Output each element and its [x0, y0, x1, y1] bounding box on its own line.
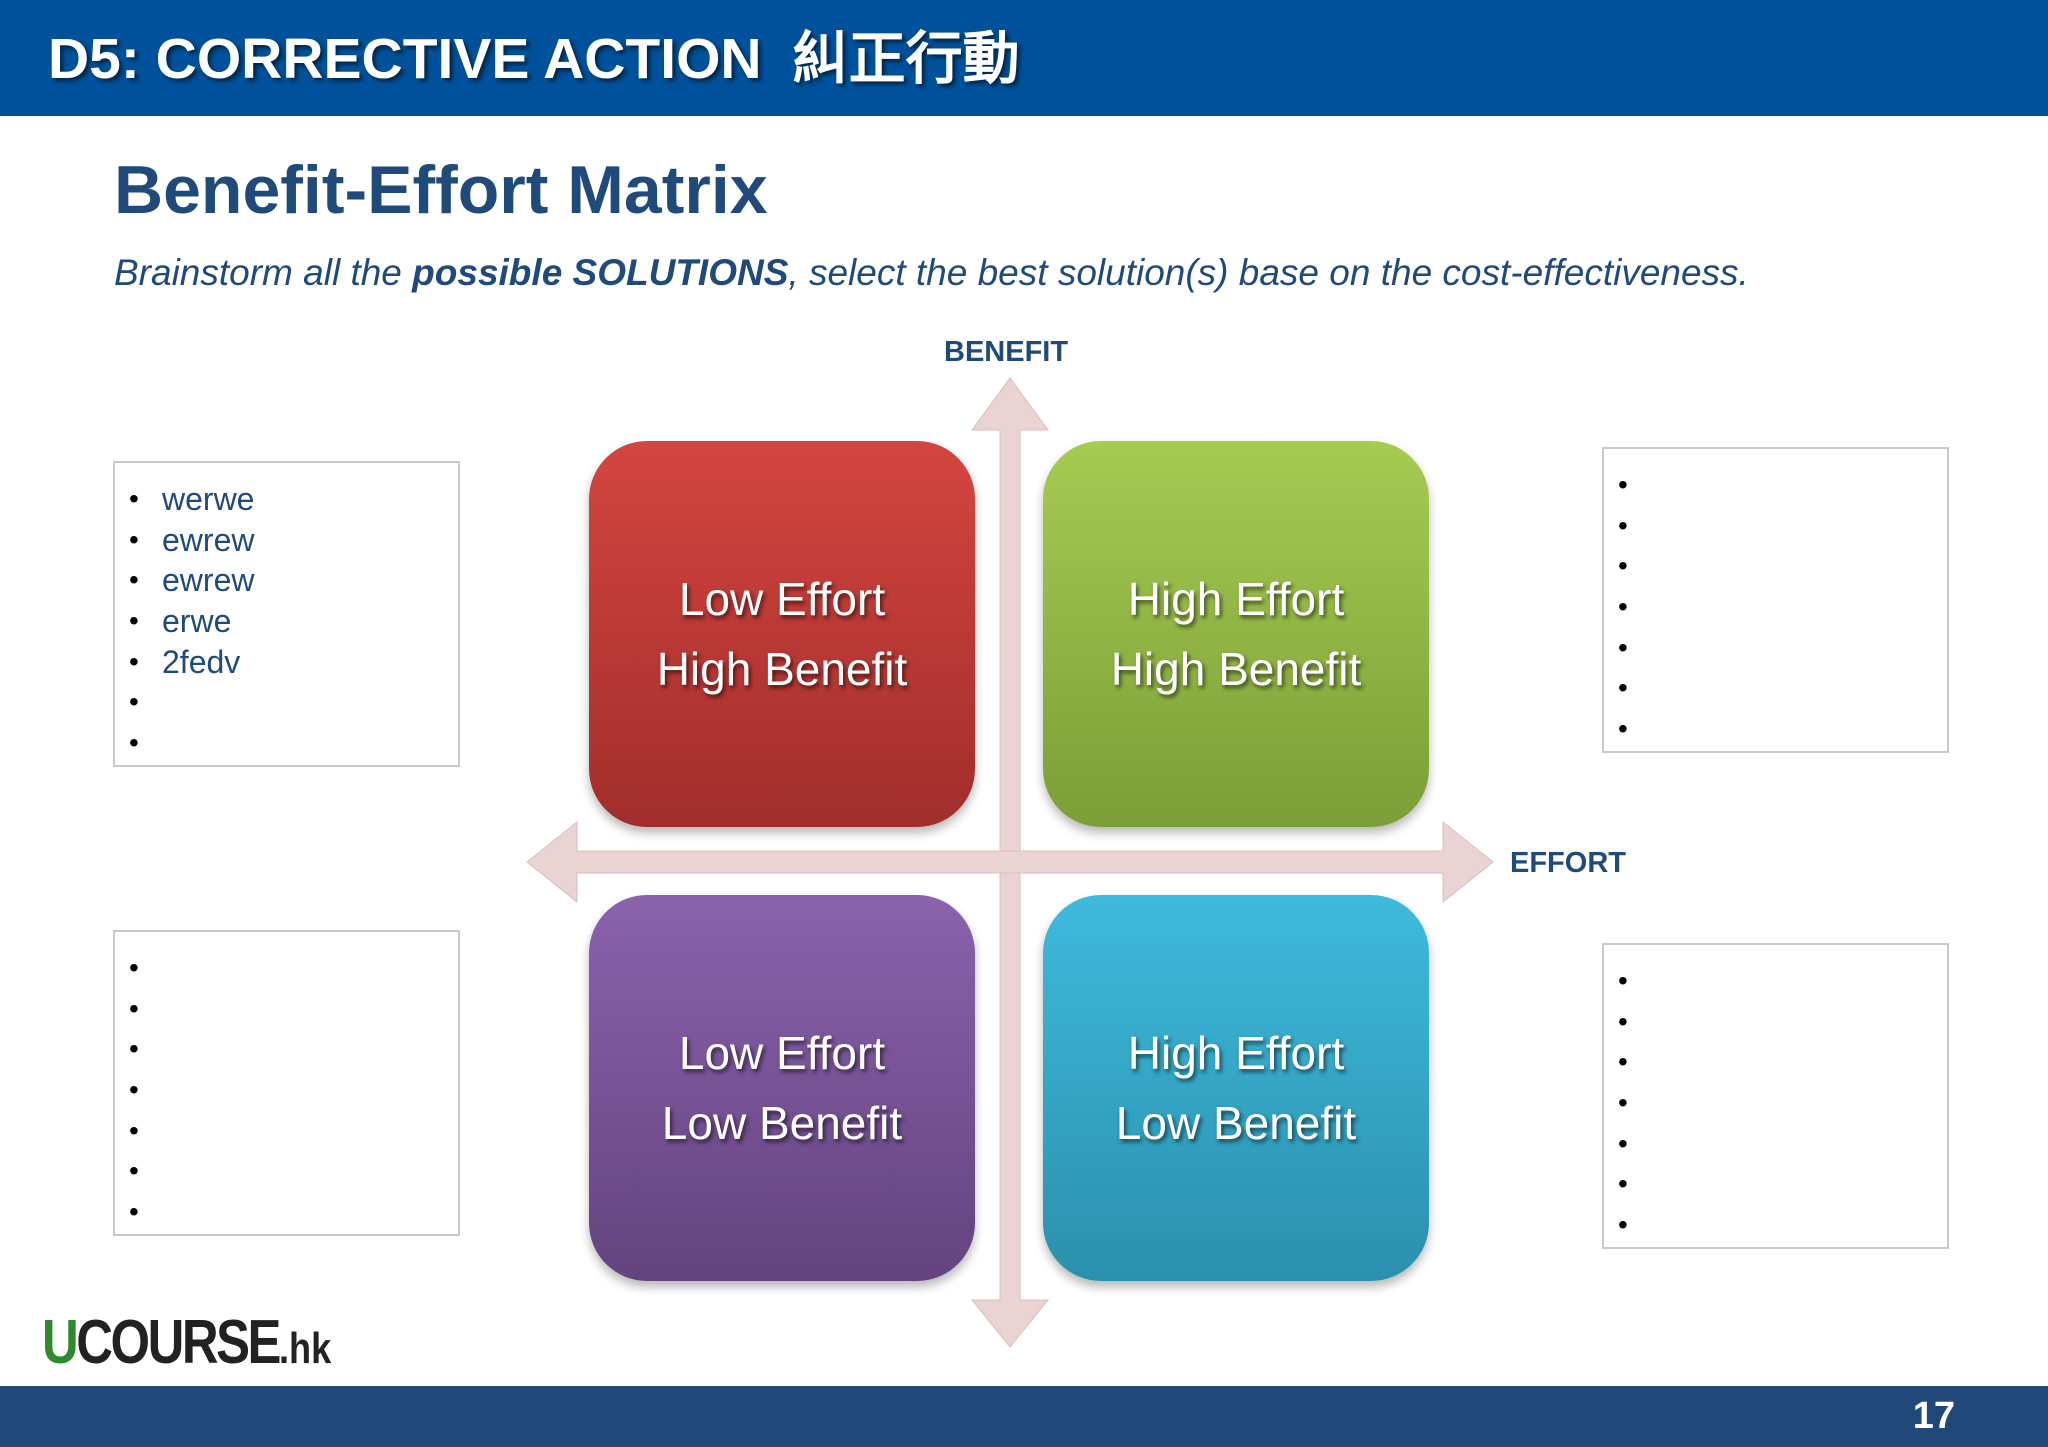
- list-item[interactable]: •: [129, 1111, 162, 1152]
- page-number: 17: [1912, 1395, 1955, 1437]
- quadrant-line2: Low Benefit: [1115, 1097, 1357, 1149]
- bullet-icon: •: [1618, 965, 1628, 996]
- list-item[interactable]: •: [1618, 506, 1651, 547]
- solution-list-bottom-left[interactable]: • • • • • • •: [113, 930, 460, 1236]
- quadrant-line2: Low Benefit: [661, 1097, 903, 1149]
- bullet-icon: •: [1618, 713, 1628, 745]
- instruction-text: Brainstorm all the possible SOLUTIONS, s…: [114, 250, 1749, 296]
- list-item[interactable]: •: [1618, 709, 1651, 750]
- list-item[interactable]: • ewrew: [129, 560, 254, 601]
- list-item[interactable]: •: [129, 1192, 162, 1233]
- effort-axis-label: EFFORT: [1510, 847, 1626, 879]
- bullet-icon: •: [129, 952, 139, 983]
- bullet-icon: •: [129, 483, 139, 514]
- bullet-icon: •: [1618, 1127, 1628, 1159]
- bullet-icon: •: [129, 605, 139, 637]
- page-title: Benefit-Effort Matrix: [114, 152, 768, 228]
- list-item[interactable]: •: [1618, 628, 1651, 669]
- bullet-icon: •: [1618, 672, 1628, 704]
- quadrant-line1: Low Effort: [678, 573, 886, 625]
- list-item[interactable]: • 2fedv: [129, 642, 254, 683]
- bullet-icon: •: [129, 1155, 139, 1187]
- slide-title-text: D5: CORRECTIVE ACTION: [48, 27, 762, 91]
- bullet-icon: •: [1618, 631, 1628, 663]
- logo-domain: .hk: [279, 1324, 332, 1373]
- bullet-icon: •: [129, 686, 139, 718]
- list-item[interactable]: •: [129, 1029, 162, 1070]
- benefit-axis-label: BENEFIT: [944, 336, 1069, 368]
- list-item[interactable]: • erwe: [129, 601, 254, 642]
- quadrant-line2: High Benefit: [656, 643, 908, 695]
- bullet-icon: •: [129, 1074, 139, 1106]
- bullet-icon: •: [1618, 1005, 1628, 1037]
- bullet-icon: •: [129, 523, 139, 555]
- bullet-icon: •: [129, 645, 139, 677]
- bullet-icon: •: [1618, 469, 1628, 500]
- list-item[interactable]: •: [1618, 1042, 1651, 1083]
- list-item[interactable]: •: [129, 1151, 162, 1192]
- list-item-text: erwe: [162, 603, 232, 640]
- list-item-text: ewrew: [162, 562, 255, 599]
- list-item[interactable]: •: [1618, 961, 1651, 1002]
- bullet-icon: •: [129, 1033, 139, 1065]
- slide-title: D5: CORRECTIVE ACTION 糾正行動: [48, 24, 1020, 94]
- bullet-icon: •: [1618, 509, 1628, 541]
- slide-title-chinese: 糾正行動: [791, 25, 1020, 92]
- bullet-icon: •: [1618, 1046, 1628, 1078]
- list-item[interactable]: •: [129, 948, 162, 989]
- bullet-icon: •: [1618, 550, 1628, 582]
- list-item[interactable]: •: [1618, 1205, 1651, 1246]
- list-item[interactable]: •: [129, 723, 254, 764]
- bullet-icon: •: [129, 564, 139, 596]
- quadrant-line1: High Effort: [1127, 573, 1345, 625]
- list-item-text: ewrew: [162, 521, 255, 558]
- bullet-icon: •: [1618, 1087, 1628, 1119]
- instruction-text-bold: possible SOLUTIONS: [412, 252, 789, 293]
- footer-bar: [0, 1386, 2048, 1447]
- list-item[interactable]: •: [1618, 1083, 1651, 1124]
- instruction-text-part2: , select the best solution(s) base on th…: [788, 252, 1749, 293]
- horizontal-axis-arrow: [526, 820, 1494, 904]
- list-item[interactable]: •: [1618, 546, 1651, 587]
- list-item[interactable]: •: [1618, 668, 1651, 709]
- list-item-text: werwe: [162, 481, 255, 517]
- quadrant-line2: High Benefit: [1110, 643, 1362, 695]
- list-item[interactable]: •: [129, 682, 254, 723]
- instruction-text-part1: Brainstorm all the: [114, 252, 413, 293]
- list-item[interactable]: •: [1618, 1002, 1651, 1043]
- bullet-icon: •: [129, 992, 139, 1024]
- logo-letter-u: U: [42, 1308, 79, 1377]
- list-item[interactable]: •: [129, 989, 162, 1030]
- bullet-icon: •: [129, 727, 139, 759]
- list-item[interactable]: •: [1618, 1164, 1651, 1205]
- bullet-icon: •: [1618, 1168, 1628, 1200]
- list-item[interactable]: •: [1618, 587, 1651, 628]
- list-item[interactable]: •: [1618, 1124, 1651, 1165]
- solution-list-top-right[interactable]: • • • • • • •: [1602, 447, 1949, 753]
- list-item[interactable]: • ewrew: [129, 520, 254, 561]
- bullet-icon: •: [1618, 591, 1628, 623]
- bullet-icon: •: [129, 1114, 139, 1146]
- ucourse-logo: UCOURSE.hk: [42, 1308, 331, 1384]
- list-item[interactable]: •: [1618, 465, 1651, 506]
- list-item[interactable]: • werwe: [129, 479, 254, 520]
- bullet-icon: •: [129, 1196, 139, 1228]
- solution-list-top-left[interactable]: • werwe • ewrew • ewrew • erwe • 2fedv • •: [113, 461, 460, 767]
- solution-list-bottom-right[interactable]: • • • • • • •: [1602, 943, 1949, 1249]
- quadrant-line1: High Effort: [1127, 1027, 1345, 1079]
- list-item-text: 2fedv: [162, 643, 241, 680]
- logo-word: COURSE: [76, 1308, 281, 1377]
- bullet-icon: •: [1618, 1209, 1628, 1241]
- quadrant-line1: Low Effort: [678, 1027, 886, 1079]
- header-bar: [0, 0, 2048, 116]
- list-item[interactable]: •: [129, 1070, 162, 1111]
